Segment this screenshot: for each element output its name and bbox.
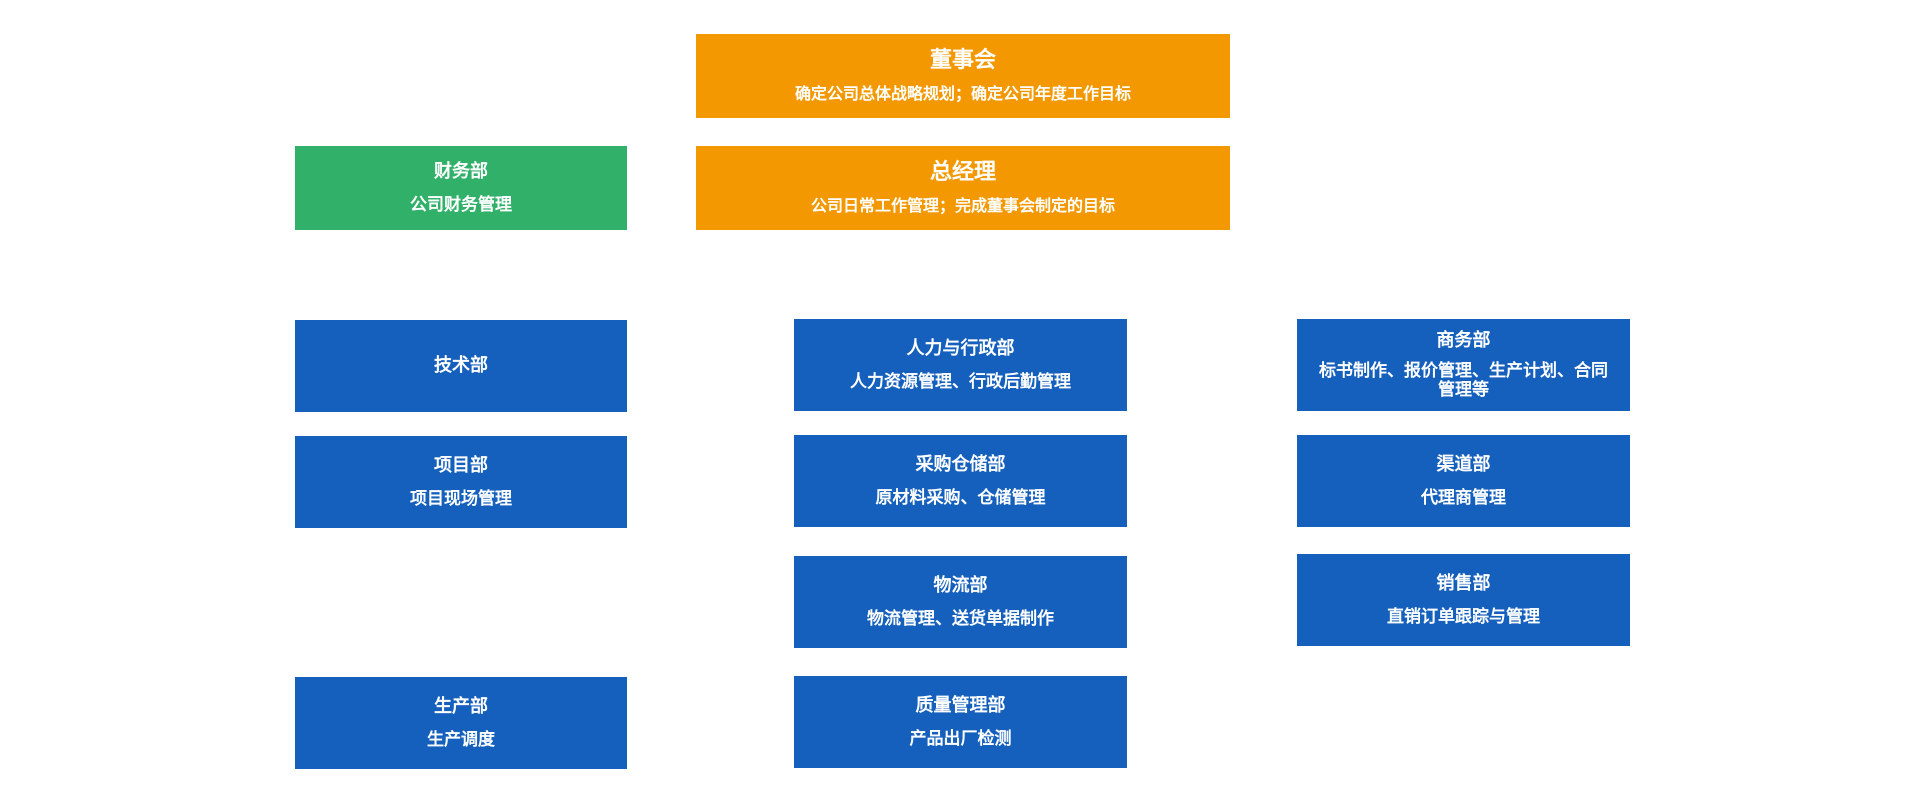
finance-desc: 公司财务管理 [410,195,512,215]
board-desc: 确定公司总体战略规划；确定公司年度工作目标 [794,84,1131,103]
project-department-desc: 项目现场管理 [410,489,512,509]
production-department-desc: 生产调度 [427,730,495,750]
general-manager-node: 总经理 公司日常工作管理；完成董事会制定的目标 [696,146,1230,230]
business-department-title: 商务部 [1436,330,1491,351]
production-department-node: 生产部 生产调度 [295,677,627,769]
tech-department-node: 技术部 [295,320,627,412]
logistics-department-title: 物流部 [933,575,988,596]
hr-admin-department-node: 人力与行政部 人力资源管理、行政后勤管理 [794,319,1127,411]
board-title: 董事会 [929,48,996,73]
hr-admin-department-title: 人力与行政部 [906,338,1015,359]
quality-department-node: 质量管理部 产品出厂检测 [794,676,1127,768]
hr-admin-department-desc: 人力资源管理、行政后勤管理 [850,372,1071,392]
quality-department-desc: 产品出厂检测 [909,729,1012,749]
channel-department-desc: 代理商管理 [1421,488,1506,508]
project-department-node: 项目部 项目现场管理 [295,436,627,528]
quality-department-title: 质量管理部 [915,695,1006,716]
finance-node: 财务部 公司财务管理 [295,146,627,230]
sales-department-title: 销售部 [1436,573,1491,594]
logistics-department-node: 物流部 物流管理、送货单据制作 [794,556,1127,648]
board-node: 董事会 确定公司总体战略规划；确定公司年度工作目标 [696,34,1230,118]
business-department-node: 商务部 标书制作、报价管理、生产计划、合同管理等 [1297,319,1630,411]
purchasing-warehouse-department-desc: 原材料采购、仓储管理 [875,488,1046,508]
logistics-department-desc: 物流管理、送货单据制作 [867,609,1054,629]
general-manager-title: 总经理 [929,160,996,185]
sales-department-node: 销售部 直销订单跟踪与管理 [1297,554,1630,646]
production-department-title: 生产部 [434,696,488,717]
sales-department-desc: 直销订单跟踪与管理 [1387,607,1540,627]
business-department-desc: 标书制作、报价管理、生产计划、合同管理等 [1319,361,1608,400]
project-department-title: 项目部 [434,455,488,476]
purchasing-warehouse-department-node: 采购仓储部 原材料采购、仓储管理 [794,435,1127,527]
general-manager-desc: 公司日常工作管理；完成董事会制定的目标 [810,196,1115,215]
finance-title: 财务部 [434,161,488,182]
channel-department-node: 渠道部 代理商管理 [1297,435,1630,527]
purchasing-warehouse-department-title: 采购仓储部 [915,454,1006,475]
channel-department-title: 渠道部 [1436,454,1491,475]
tech-department-title: 技术部 [434,355,488,376]
